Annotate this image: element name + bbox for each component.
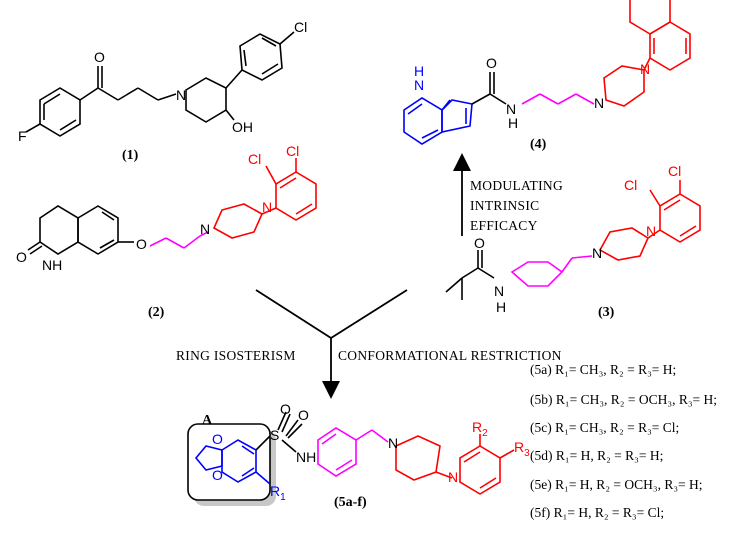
key-entry-5f: (5f) R₁= H, R₂ = R₃= Cl;	[530, 505, 664, 520]
chlorine-atom-2b: Cl	[286, 143, 299, 159]
amide-hydrogen: H	[508, 115, 518, 131]
compound-1-structure	[25, 31, 295, 137]
lactam-nh: NH	[42, 257, 62, 273]
compound-1-label: (1)	[122, 148, 139, 163]
fluorine-atom: F	[18, 128, 27, 144]
compound-5-structure	[194, 411, 515, 495]
compound-3-label: (3)	[598, 305, 615, 320]
ether-oxygen: O	[136, 236, 147, 252]
r3-substituent: R3	[514, 439, 530, 459]
piperidine-nitrogen: N	[176, 87, 186, 103]
sulfonyl-oxygen-2: O	[298, 407, 309, 423]
amide-nitrogen: N	[506, 101, 516, 117]
indole-nh: N	[414, 77, 424, 93]
compound-2-structure	[27, 158, 317, 255]
key-entry-5c: (5c) R₁= CH₃, R₂ = R₃= Cl;	[530, 420, 679, 435]
compound-3-oxygen: O	[474, 235, 485, 251]
compound-3-chlorine-b: Cl	[668, 163, 681, 179]
merge-line-right	[330, 289, 408, 339]
piperazine-nitrogen-2: N	[262, 199, 272, 215]
chlorine-atom-2a: Cl	[248, 151, 261, 167]
dioxole-oxygen-2: O	[212, 467, 223, 483]
r2-substituent: R2	[472, 419, 488, 439]
compound-4-piperazine-nitrogen-1: N	[594, 95, 604, 111]
amide-oxygen: O	[486, 55, 497, 71]
sulfonyl-oxygen-1: O	[280, 401, 291, 417]
sulfonyl-sulfur: S	[270, 427, 279, 443]
ring-a-box	[187, 423, 271, 501]
compound-4-piperazine-nitrogen-2: N	[640, 61, 650, 77]
caption-intrinsic: INTRINSIC	[470, 198, 539, 213]
compound-2-label: (2)	[148, 305, 165, 320]
caption-conformational-restriction: CONFORMATIONAL RESTRICTION	[338, 348, 562, 363]
hydroxyl-group: OH	[232, 119, 253, 135]
indole-h: H	[414, 63, 424, 79]
key-entry-5a: (5a) R₁= CH₃, R₂ = R₃= H;	[530, 362, 676, 377]
caption-modulating: MODULATING	[470, 178, 563, 193]
key-entry-5d: (5d) R₁= H, R₂ = R₃= H;	[530, 448, 663, 463]
compound-5-label: (5a-f)	[334, 495, 367, 510]
compound-5-piperazine-nitrogen-1: N	[388, 435, 398, 451]
compound-3-chlorine-a: Cl	[624, 177, 637, 193]
compound-3-structure	[445, 180, 701, 300]
chlorine-atom: Cl	[294, 19, 307, 35]
lactam-oxygen: O	[16, 249, 27, 265]
compound-3-piperazine-nitrogen-2: N	[646, 223, 656, 239]
compound-3-amide-h: H	[496, 299, 506, 315]
sulfonamide-nh: NH	[296, 449, 316, 465]
compound-3-amide-nh: N	[494, 283, 504, 299]
r1-substituent: R1	[270, 483, 286, 503]
ketone-oxygen: O	[94, 49, 105, 65]
compound-5-piperazine-nitrogen-2: N	[448, 469, 458, 485]
substituent-key: (5a) R₁= CH₃, R₂ = R₃= H; (5b) R₁= CH₃, …	[530, 362, 717, 520]
caption-ring-isosterism: RING ISOSTERISM	[176, 348, 296, 363]
compound-4-structure	[403, 0, 691, 145]
compound-4-label: (4)	[530, 137, 547, 152]
ring-a-label: A	[202, 413, 213, 428]
key-entry-5b: (5b) R₁= CH₃, R₂ = OCH₃, R₃= H;	[530, 392, 717, 407]
caption-efficacy: EFFICACY	[470, 218, 538, 233]
compound-3-piperazine-nitrogen-1: N	[592, 245, 602, 261]
key-entry-5e: (5e) R₁= H, R₂ = OCH₃, R₃= H;	[530, 477, 703, 492]
piperazine-nitrogen-1: N	[200, 221, 210, 237]
dioxole-oxygen-1: O	[212, 431, 223, 447]
merge-line-left	[255, 289, 332, 339]
